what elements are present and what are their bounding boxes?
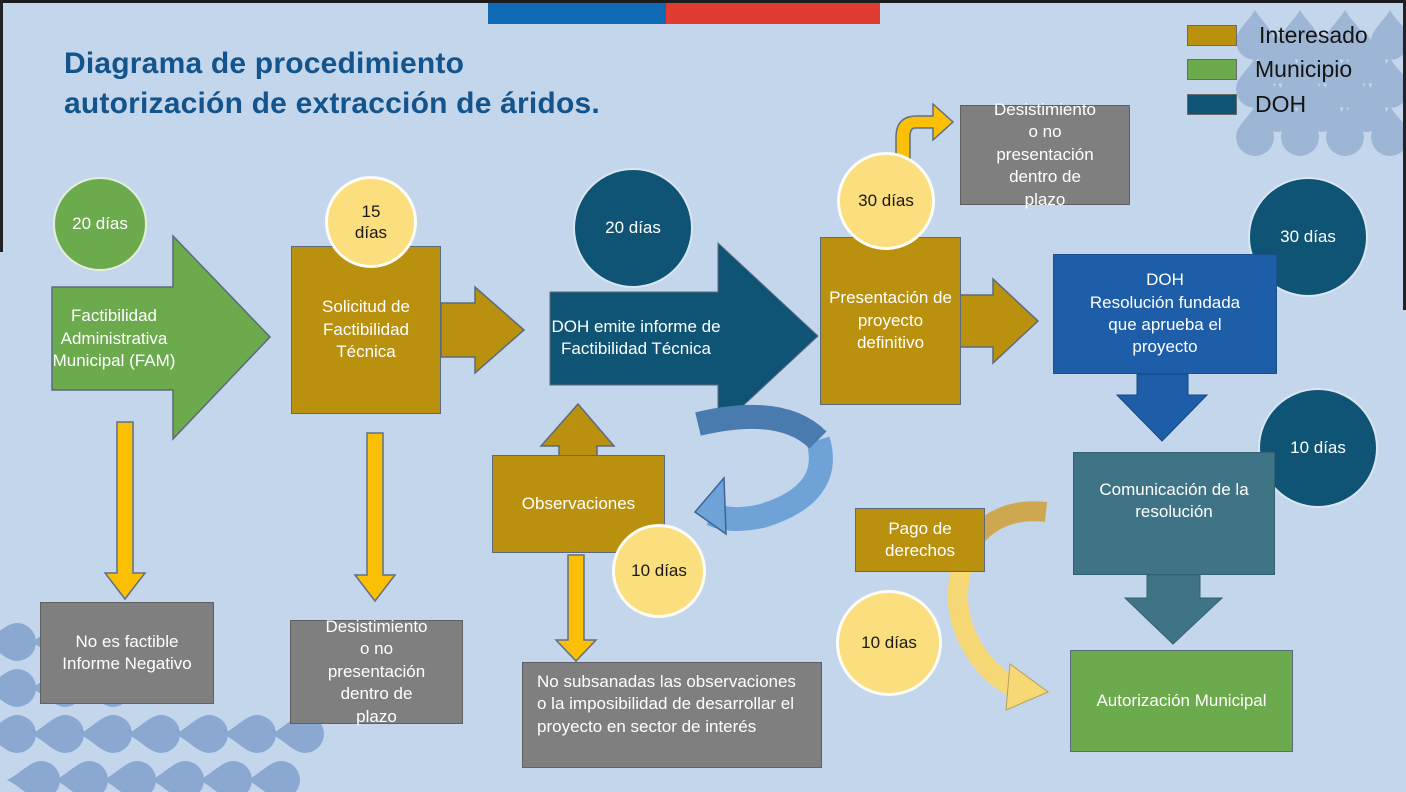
node-presentacion: Presentación de proyecto definitivo	[820, 237, 961, 405]
node-fam: Factibilidad Administrativa Municipal (F…	[50, 300, 178, 378]
up-arrow-observaciones-informe	[539, 402, 616, 458]
node-resolucion-line2: Resolución fundada que aprueba el proyec…	[1089, 292, 1241, 357]
node-informe: DOH emite informe de Factibilidad Técnic…	[550, 305, 722, 371]
informe-process-arrow	[549, 241, 819, 431]
legend-swatch-interesado	[1187, 25, 1237, 46]
fam-process-arrow	[51, 234, 272, 441]
node-informe-label: DOH emite informe de Factibilidad Técnic…	[551, 316, 721, 358]
badge-pago-10-dias: 10 días	[836, 590, 942, 696]
badge-presentacion-30-dias: 30 días	[837, 152, 935, 250]
badge-comunicacion-label: 10 días	[1290, 438, 1346, 458]
page-title-line2: autorización de extracción de áridos.	[64, 86, 600, 120]
badge-observaciones-10-dias: 10 días	[612, 524, 706, 618]
node-comunicacion: Comunicación de la resolución	[1073, 452, 1275, 575]
right-edge-strip	[1403, 0, 1406, 310]
node-observaciones-label: Observaciones	[521, 493, 636, 513]
uturn-arrow-informe-observaciones	[693, 404, 833, 536]
node-no-subsanadas: No subsanadas las observaciones o la imp…	[522, 662, 822, 768]
legend-label-municipio: Municipio	[1255, 56, 1353, 82]
badge-resolucion-label: 30 días	[1280, 227, 1336, 247]
node-solicitud: Solicitud de Factibilidad Técnica	[291, 246, 441, 414]
legend-item-interesado: Interesado	[1187, 22, 1368, 49]
node-resolucion-line1: DOH	[1146, 270, 1184, 290]
legend-swatch-municipio	[1187, 59, 1237, 80]
badge-comunicacion-10-dias: 10 días	[1258, 388, 1378, 508]
node-presentacion-label: Presentación de proyecto definitivo	[829, 288, 952, 353]
header-red-bar	[666, 3, 880, 24]
node-pago: Pago de derechos	[855, 508, 985, 572]
badge-fam-label: 20 días	[72, 214, 128, 234]
badge-pago-label: 10 días	[861, 633, 917, 653]
node-solicitud-label: Solicitud de Factibilidad Técnica	[322, 297, 410, 362]
connector-arrow-solicitud-informe	[440, 285, 526, 375]
page-title-line1: Diagrama de procedimiento	[64, 47, 465, 80]
node-no-factible: No es factible Informe Negativo	[40, 602, 214, 704]
node-desistimiento-top-label: Desistimiento o no presentación dentro d…	[993, 99, 1097, 209]
down-arrow-solicitud-desistimiento	[353, 432, 397, 603]
node-resolucion: DOH Resolución fundada que aprueba el pr…	[1053, 254, 1277, 374]
legend-swatch-doh	[1187, 94, 1237, 115]
legend-item-doh: DOH	[1187, 91, 1306, 118]
header-blue-bar	[488, 3, 666, 24]
badge-observaciones-label: 10 días	[631, 561, 687, 581]
down-arrow-comunicacion-autorizacion	[1123, 574, 1224, 645]
badge-solicitud-label: 15 días	[354, 201, 388, 242]
legend-label-interesado: Interesado	[1259, 22, 1368, 48]
node-desistimiento-top: Desistimiento o no presentación dentro d…	[960, 100, 1130, 209]
node-autorizacion-label: Autorización Municipal	[1096, 690, 1267, 710]
node-desistimiento-bottom-label: Desistimiento o no presentación dentro d…	[325, 616, 428, 726]
badge-fam-20-dias: 20 días	[53, 177, 147, 271]
down-arrow-fam-nofactible	[103, 421, 147, 601]
node-comunicacion-label: Comunicación de la resolución	[1099, 480, 1249, 522]
connector-arrow-presentacion-resolucion	[959, 277, 1040, 365]
legend-label-doh: DOH	[1255, 91, 1307, 117]
legend-item-municipio: Municipio	[1187, 56, 1352, 83]
node-autorizacion: Autorización Municipal	[1070, 650, 1293, 752]
down-arrow-resolucion-comunicacion	[1115, 373, 1209, 442]
badge-solicitud-15-dias: 15 días	[325, 176, 417, 268]
left-edge-strip	[0, 0, 3, 252]
elbow-arrow-desistimiento-top	[895, 102, 955, 161]
top-black-bar	[0, 0, 1406, 3]
node-fam-label: Factibilidad Administrativa Municipal (F…	[52, 306, 176, 371]
badge-informe-label: 20 días	[605, 218, 661, 238]
node-desistimiento-bottom: Desistimiento o no presentación dentro d…	[290, 617, 463, 726]
down-arrow-observaciones-nosubsanadas	[554, 554, 598, 663]
node-pago-label: Pago de derechos	[885, 518, 955, 560]
badge-presentacion-label: 30 días	[858, 191, 914, 211]
badge-informe-20-dias: 20 días	[573, 168, 693, 288]
node-no-factible-label: No es factible Informe Negativo	[62, 631, 192, 673]
node-no-subsanadas-label: No subsanadas las observaciones o la imp…	[537, 672, 796, 736]
page-title: Diagrama de procedimiento autorización d…	[64, 44, 600, 123]
